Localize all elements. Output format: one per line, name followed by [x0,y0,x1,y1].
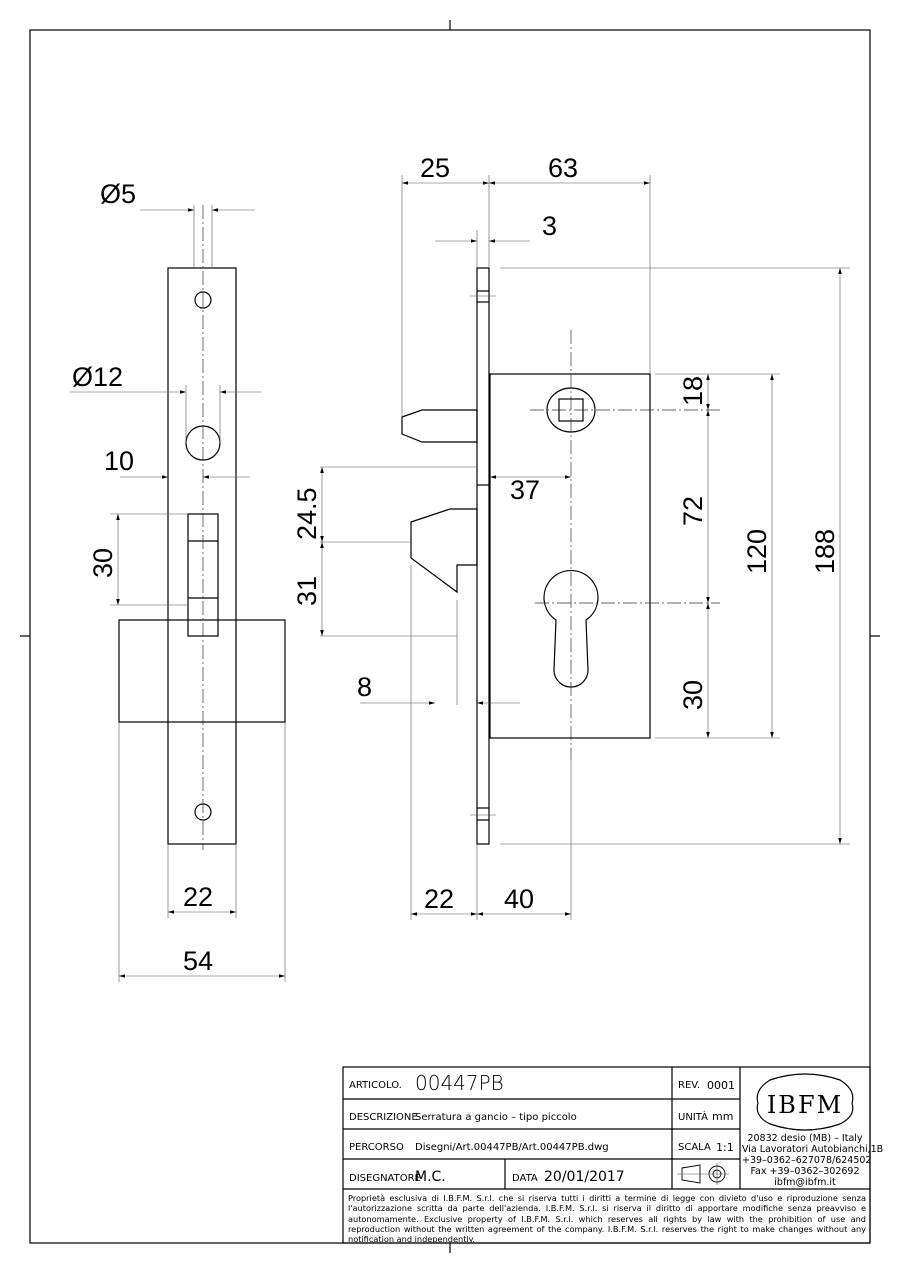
unita-label: UNITÀ [678,1112,708,1123]
dim-center-distance: 72 [678,496,708,526]
frame-ticks [20,20,880,1253]
dim-bolt-spacing: 24.5 [292,487,322,540]
descrizione-value: Serratura a gancio – tipo piccolo [415,1112,577,1123]
faceplate-side [476,267,490,845]
dim-hook-depth: 22 [424,884,454,914]
articolo-value: 00447PB [415,1071,504,1095]
deadbolt [401,409,478,443]
cylinder-hole [543,569,599,688]
dim-cylinder-offset: 30 [678,680,708,710]
company-address: 20832 desio (MB) – Italy Via Lavoratori … [742,1133,884,1188]
dim-case-height: 120 [742,529,772,574]
ibfm-logo: IBFM [756,1073,854,1131]
hook-bolt [410,508,478,594]
disegnatore-label: DISEGNATORE [349,1173,421,1184]
dim-bolt-projection: 25 [420,153,450,183]
title-block-grid [342,1066,871,1244]
dim-case-depth: 63 [548,153,578,183]
drawing-frame [29,29,871,1244]
front-view: Ø5 Ø12 10 30 22 54 [70,179,286,982]
dim-offset: 10 [104,446,134,476]
faceplate [167,267,237,845]
dim-hook-height: 31 [292,576,322,606]
projection-symbol [677,1163,729,1185]
percorso-label: PERCORSO [349,1142,404,1153]
dim-plate-thickness: 3 [542,211,557,241]
dim-handle-offset: 18 [678,376,708,406]
descrizione-label: DESCRIZIONE [349,1112,418,1123]
scala-value: 1:1 [716,1141,734,1154]
scala-label: SCALA [678,1142,711,1153]
side-view: 25 63 3 37 24.5 31 8 18 72 30 120 188 22… [292,153,850,920]
rev-value: 0001 [707,1079,735,1092]
lock-body-outline [118,619,286,723]
dim-plate-width: 22 [183,882,213,912]
dim-body-depth: 40 [504,884,534,914]
dim-hole-large: Ø12 [72,362,123,392]
percorso-value: Disegni/Art.00447PB/Art.00447PB.dwg [415,1142,609,1153]
disegnatore-value: M.C. [415,1169,446,1185]
svg-text:IBFM: IBFM [767,1091,843,1119]
legal-notes: Proprietà esclusiva di I.B.F.M. S.r.l. c… [348,1193,866,1245]
rev-label: REV. [678,1080,700,1091]
lock-case [489,373,651,739]
screw-hole-top [194,291,212,309]
dim-hook-offset: 8 [357,672,372,702]
data-label: DATA [512,1173,538,1184]
dim-latch-height: 30 [88,548,118,578]
dim-total-width: 54 [183,946,213,976]
data-value: 20/01/2017 [544,1169,625,1185]
dim-hole-small: Ø5 [100,179,136,209]
articolo-label: ARTICOLO. [349,1080,402,1091]
dim-plate-height: 188 [810,529,840,574]
dim-backset: 37 [510,475,540,505]
unita-value: mm [712,1110,734,1123]
